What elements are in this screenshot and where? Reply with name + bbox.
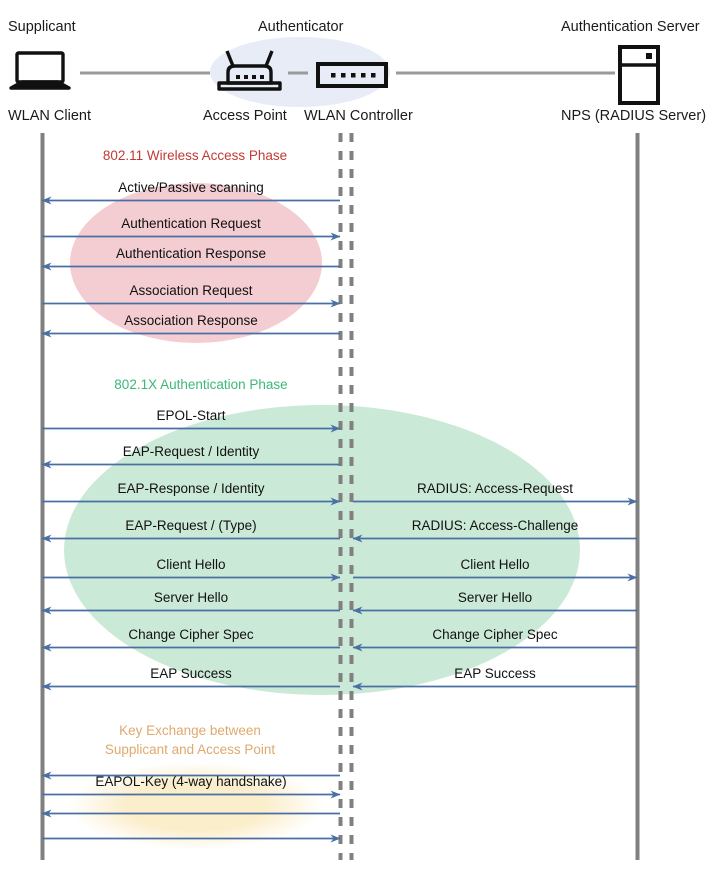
message-label-right-5: EAP Success xyxy=(454,666,536,681)
phase-label-keyexchange-line1: Key Exchange between xyxy=(119,723,261,738)
server-icon xyxy=(618,45,660,105)
message-label-right-0: RADIUS: Access-Request xyxy=(416,481,574,496)
message-label-left-12: EAP Success xyxy=(150,666,232,681)
actor-device-access-point: Access Point xyxy=(203,108,287,124)
message-label-left-10: Server Hello xyxy=(153,590,229,605)
message-label-left-2: Authentication Response xyxy=(115,246,267,261)
message-label-right-4: Change Cipher Spec xyxy=(432,627,558,642)
message-label-left-6: EAP-Request / Identity xyxy=(122,444,260,459)
lifelines xyxy=(40,133,640,860)
message-label-left-7: EAP-Response / Identity xyxy=(117,481,265,496)
message-label-left-5: EPOL-Start xyxy=(156,408,226,423)
actor-device-nps-radius-server: NPS (RADIUS Server) xyxy=(561,108,707,124)
message-label-left-3: Association Request xyxy=(129,283,253,298)
phase-label-keyexchange-line2: Supplicant and Access Point xyxy=(104,742,276,757)
message-label-left-8: EAP-Request / (Type) xyxy=(125,518,257,533)
actor-role-auth-server: Authentication Server xyxy=(561,19,700,35)
message-label-right-1: RADIUS: Access-Challenge xyxy=(411,518,579,533)
message-label-left-1: Authentication Request xyxy=(121,216,261,231)
phase-ellipse-keyexchange xyxy=(68,762,324,850)
phase-label-8021x: 802.1X Authentication Phase xyxy=(114,377,288,392)
message-label-left-4: Association Response xyxy=(124,313,258,328)
actor-role-authenticator: Authenticator xyxy=(258,19,344,35)
phase-label-80211: 802.11 Wireless Access Phase xyxy=(102,148,288,163)
actor-device-wlan-controller: WLAN Controller xyxy=(304,108,413,124)
message-label-right-2: Client Hello xyxy=(460,557,530,572)
message-label-left-0: Active/Passive scanning xyxy=(118,180,264,195)
phase-ellipse-8021x xyxy=(64,405,580,695)
actor-device-wlan-client: WLAN Client xyxy=(8,108,91,124)
message-label-left-14: EAPOL-Key (4-way handshake) xyxy=(95,774,287,789)
laptop-icon xyxy=(9,51,71,90)
message-label-left-11: Change Cipher Spec xyxy=(128,627,254,642)
phase-label-keyexchange: Key Exchange between Supplicant and Acce… xyxy=(86,721,294,759)
message-label-right-3: Server Hello xyxy=(457,590,533,605)
wlan-controller-icon xyxy=(316,62,388,88)
access-point-icon xyxy=(217,50,282,91)
actor-role-supplicant: Supplicant xyxy=(8,19,76,35)
message-arrows xyxy=(41,196,638,843)
message-label-left-9: Client Hello xyxy=(156,557,226,572)
